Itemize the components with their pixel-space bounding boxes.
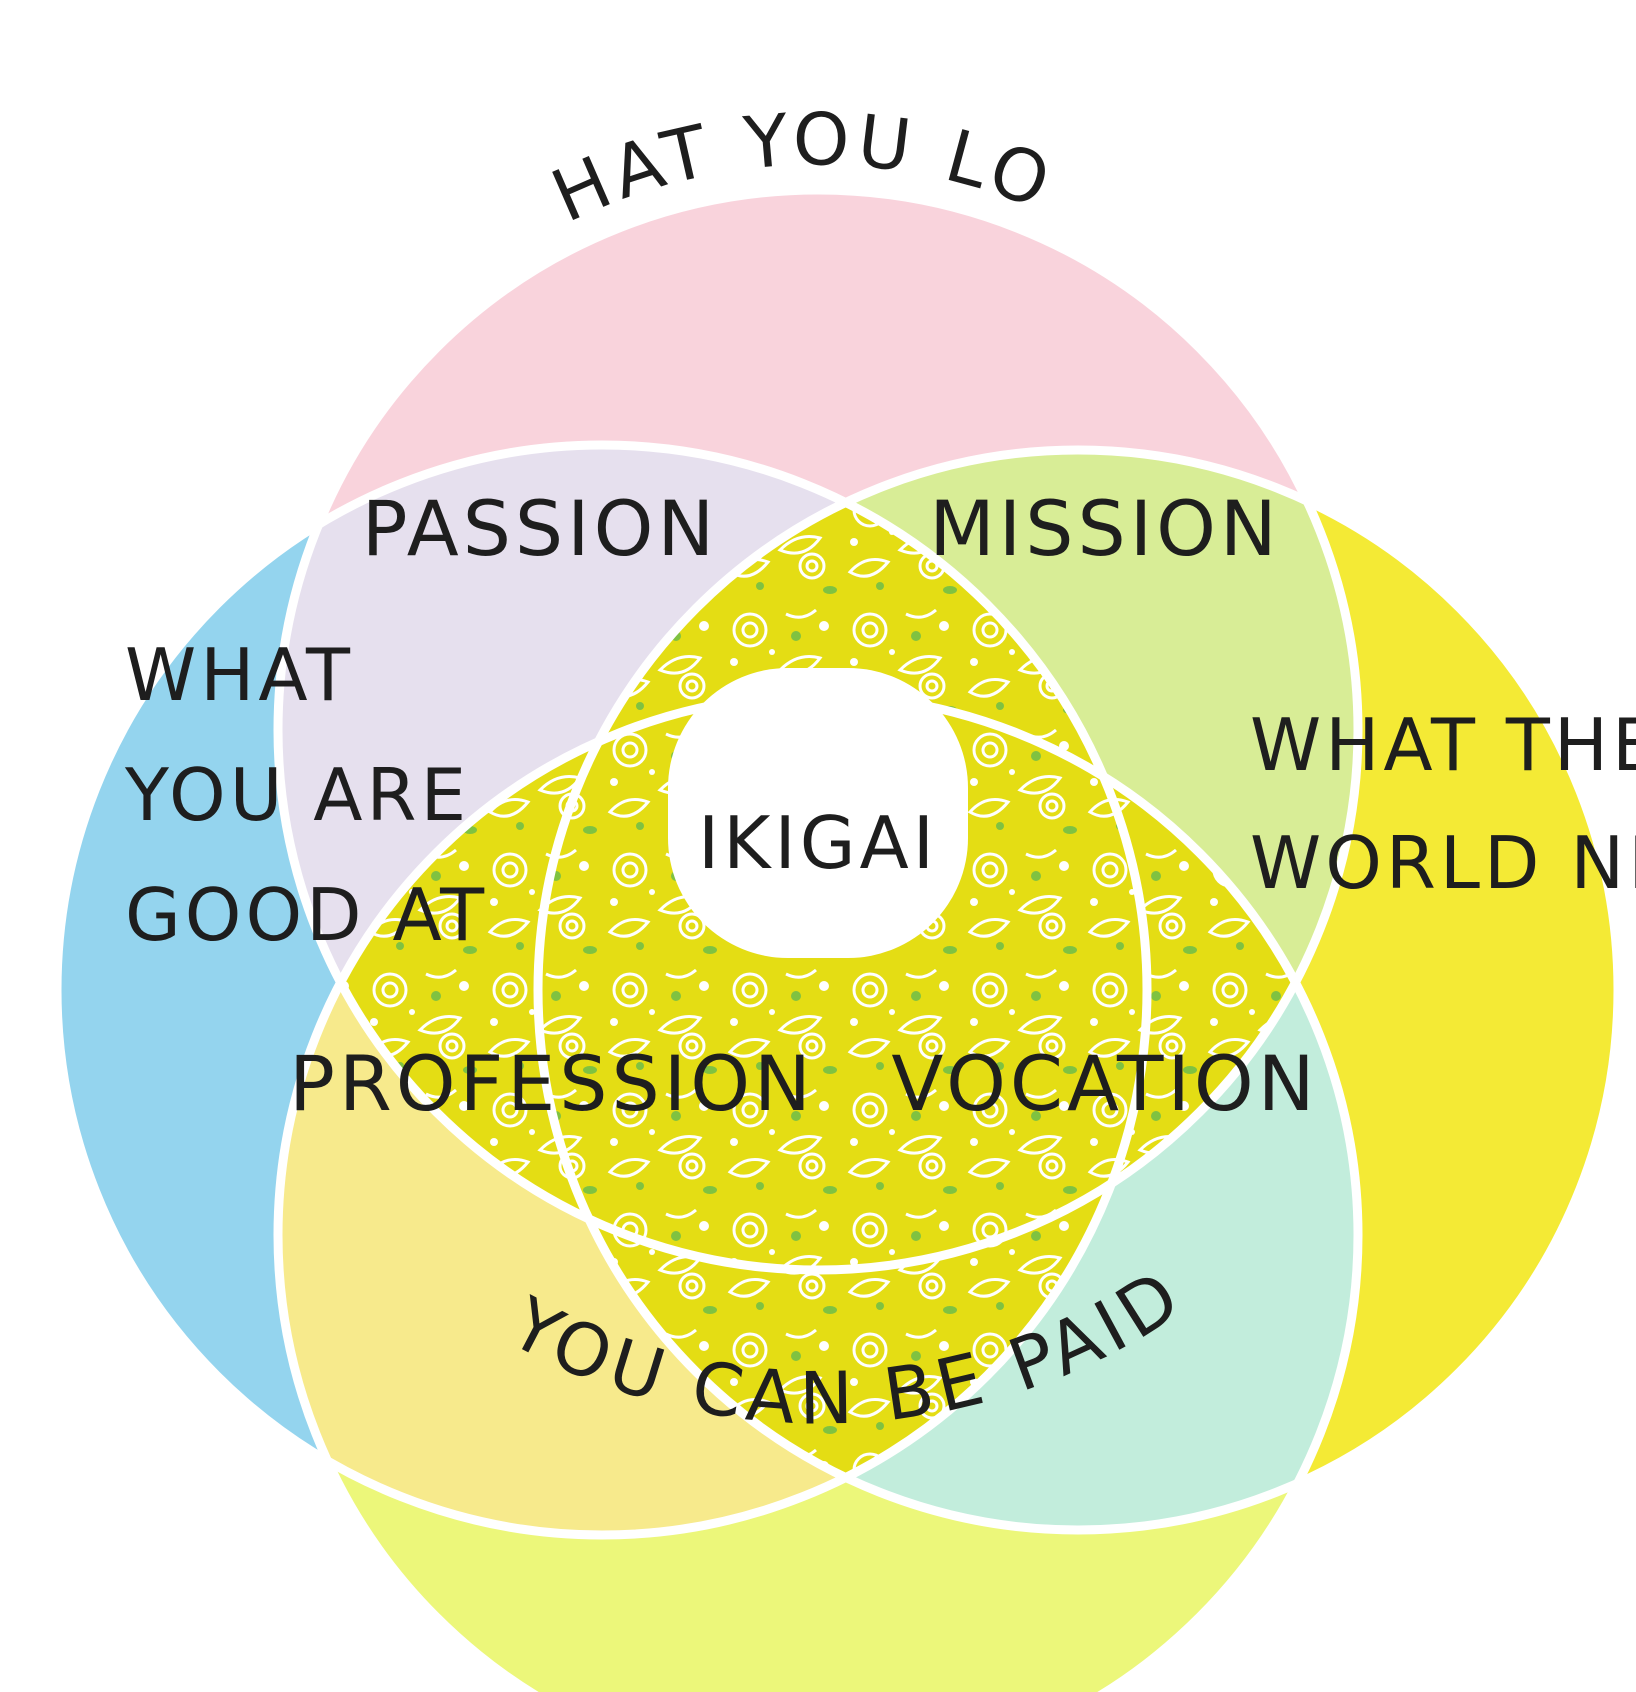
label-world-needs-line-1: WHAT THE <box>1250 703 1636 787</box>
label-profession: PROFESSION <box>289 1039 815 1128</box>
label-good-at-line-2: YOU ARE <box>124 753 470 837</box>
label-passion: PASSION <box>362 484 719 573</box>
label-world-needs-line-2: WORLD NEEDS <box>1250 821 1636 905</box>
label-good-at-line-1: WHAT <box>125 633 354 717</box>
label-mission: MISSION <box>929 484 1281 573</box>
ikigai-center <box>668 668 968 958</box>
label-vocation: VOCATION <box>891 1039 1318 1128</box>
label-ikigai: IKIGAI <box>698 801 938 885</box>
label-what-the-world-needs: WHAT THE WORLD NEEDS <box>1250 703 1636 905</box>
label-good-at-line-3: GOOD AT <box>125 873 488 957</box>
label-what-you-are-good-at: WHAT YOU ARE GOOD AT <box>124 633 497 957</box>
